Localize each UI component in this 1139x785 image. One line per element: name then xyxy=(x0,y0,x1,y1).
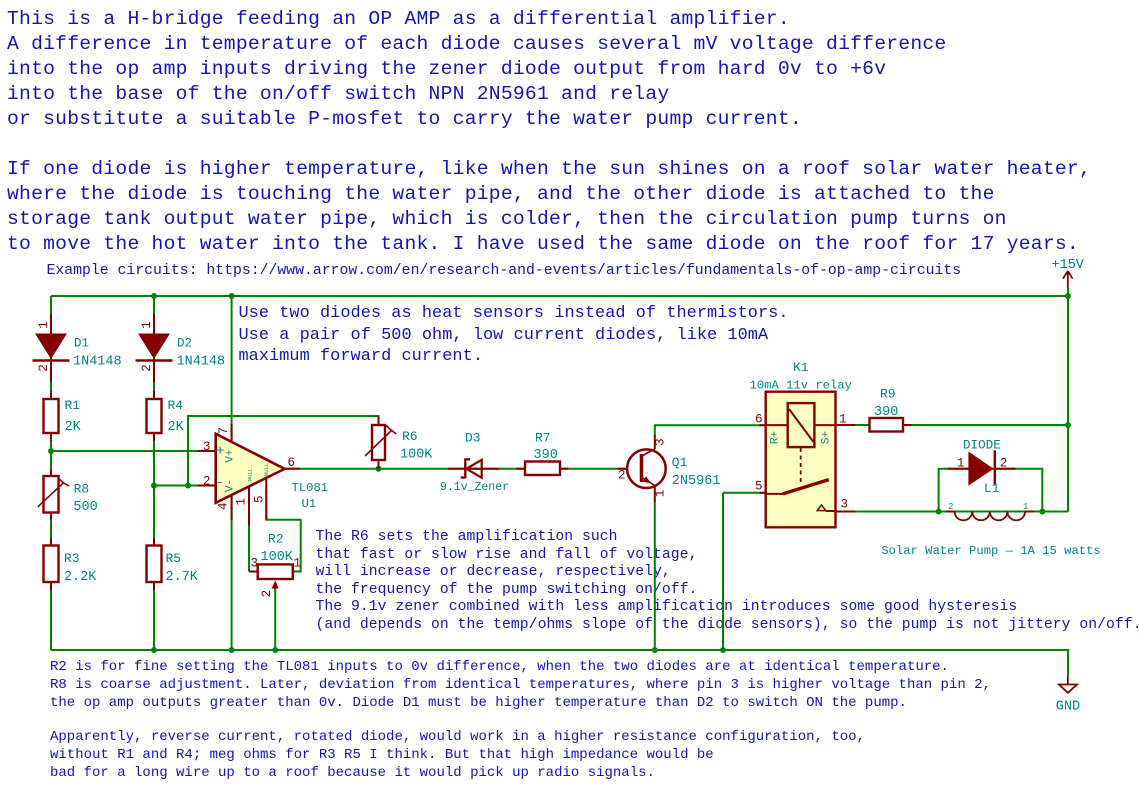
svg-text:S+: S+ xyxy=(820,431,832,444)
svg-text:TL081: TL081 xyxy=(292,481,329,495)
svg-text:2: 2 xyxy=(618,469,626,483)
svg-text:100K: 100K xyxy=(261,550,294,565)
svg-text:2.7K: 2.7K xyxy=(166,570,199,585)
svg-text:+: + xyxy=(216,444,224,460)
svg-text:2: 2 xyxy=(203,475,211,489)
svg-text:7: 7 xyxy=(217,427,231,435)
svg-text:2N5961: 2N5961 xyxy=(672,474,721,489)
svg-text:2.2K: 2.2K xyxy=(64,570,97,585)
svg-text:10mA 11v relay: 10mA 11v relay xyxy=(750,379,852,393)
svg-text:GND: GND xyxy=(1056,700,1080,715)
svg-text:2: 2 xyxy=(37,364,51,372)
svg-text:2K: 2K xyxy=(65,420,82,435)
svg-text:R2: R2 xyxy=(268,532,284,547)
svg-text:D3: D3 xyxy=(465,431,481,446)
svg-text:–: – xyxy=(216,475,224,490)
svg-text:6: 6 xyxy=(288,456,296,470)
svg-text:V-: V- xyxy=(225,479,237,492)
svg-text:1N4148: 1N4148 xyxy=(177,355,226,370)
svg-text:100K: 100K xyxy=(400,448,433,463)
svg-text:Solar Water Pump — 1A 15 watts: Solar Water Pump — 1A 15 watts xyxy=(881,544,1100,558)
svg-text:1: 1 xyxy=(1023,502,1028,512)
svg-text:NULL: NULL xyxy=(263,463,270,476)
svg-text:NULL: NULL xyxy=(246,468,253,481)
svg-text:R9: R9 xyxy=(880,387,896,402)
svg-text:2: 2 xyxy=(1000,456,1008,470)
svg-text:1N4148: 1N4148 xyxy=(73,355,122,370)
svg-text:390: 390 xyxy=(874,405,898,420)
svg-text:R3: R3 xyxy=(64,551,80,566)
svg-text:R8: R8 xyxy=(74,481,90,496)
svg-text:L1: L1 xyxy=(984,481,1000,496)
svg-text:V+: V+ xyxy=(225,449,237,462)
svg-text:1: 1 xyxy=(234,498,248,506)
svg-text:U1: U1 xyxy=(302,497,317,511)
svg-text:1: 1 xyxy=(294,557,302,571)
svg-text:Q1: Q1 xyxy=(672,455,688,470)
svg-text:+15V: +15V xyxy=(1052,258,1085,273)
svg-text:2: 2 xyxy=(948,502,953,512)
svg-text:1: 1 xyxy=(140,321,154,329)
svg-text:D2: D2 xyxy=(177,337,192,351)
svg-text:390: 390 xyxy=(534,448,558,463)
svg-text:5: 5 xyxy=(252,495,266,503)
svg-text:3: 3 xyxy=(203,440,211,454)
svg-text:R1: R1 xyxy=(65,398,81,413)
svg-text:1: 1 xyxy=(839,412,847,426)
svg-text:1: 1 xyxy=(653,490,667,498)
svg-text:4: 4 xyxy=(217,502,231,510)
svg-text:2: 2 xyxy=(140,364,154,372)
svg-text:6: 6 xyxy=(755,412,763,426)
svg-text:DIODE: DIODE xyxy=(963,439,1001,453)
svg-text:1: 1 xyxy=(37,321,51,329)
svg-text:R5: R5 xyxy=(166,551,182,566)
svg-text:K1: K1 xyxy=(793,360,809,375)
svg-text:3: 3 xyxy=(653,438,667,446)
svg-text:5: 5 xyxy=(755,480,763,494)
svg-text:2: 2 xyxy=(260,590,274,598)
svg-text:R4: R4 xyxy=(168,398,184,413)
svg-text:500: 500 xyxy=(73,500,97,515)
svg-text:2K: 2K xyxy=(168,420,185,435)
svg-text:R6: R6 xyxy=(402,429,418,444)
svg-text:D1: D1 xyxy=(74,337,89,351)
svg-text:R+: R+ xyxy=(770,431,782,444)
svg-text:9.1v_Zener: 9.1v_Zener xyxy=(440,481,509,494)
svg-text:1: 1 xyxy=(957,456,965,470)
svg-text:3: 3 xyxy=(251,557,259,571)
svg-text:R7: R7 xyxy=(535,431,551,446)
svg-text:3: 3 xyxy=(841,497,849,511)
